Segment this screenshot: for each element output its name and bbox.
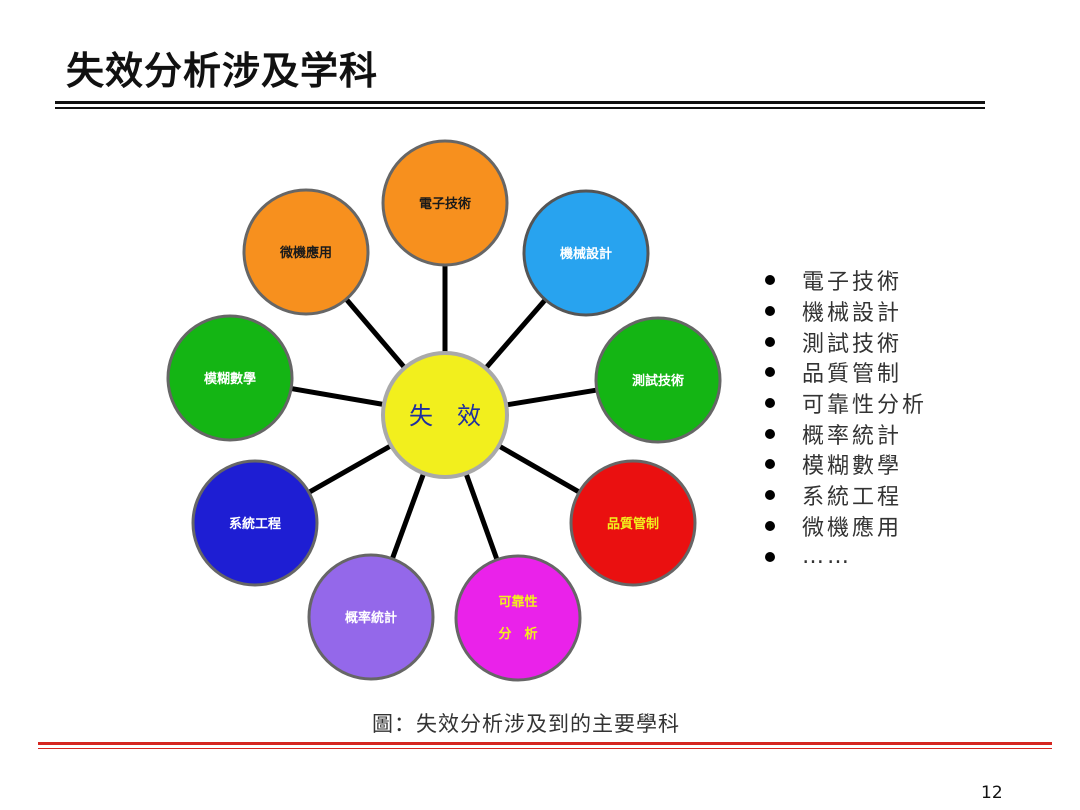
bullet-icon (765, 428, 775, 439)
list-item: 品質管制 (765, 357, 927, 388)
node-label: 品質管制 (607, 516, 659, 532)
list-item: 概率統計 (765, 418, 927, 449)
list-item: 機械設計 (765, 296, 927, 327)
node-microcomputer: 微機應用 (242, 188, 370, 316)
list-item: 電子技術 (765, 265, 927, 296)
node-circle (569, 459, 697, 587)
node-label-second-line: 分 析 (498, 626, 537, 642)
list-item: …… (765, 541, 927, 572)
node-label: 模糊數學 (204, 371, 256, 387)
bullet-icon (765, 520, 775, 531)
list-item: 測試技術 (765, 326, 927, 357)
node-label: 可靠性 (498, 594, 537, 610)
node-mechanical-design: 機械設計 (522, 189, 650, 317)
node-circle (454, 554, 582, 682)
node-circle (522, 189, 650, 317)
list-item: 微機應用 (765, 511, 927, 542)
list-item-label: 概率統計 (802, 423, 903, 449)
discipline-list: 電子技術 機械設計 測試技術 品質管制 可靠性分析 概率統計 模糊數學 系統工程… (765, 265, 927, 572)
list-item-label: 品質管制 (802, 362, 903, 388)
title-rule (55, 101, 985, 104)
node-fuzzy-math: 模糊數學 (166, 314, 294, 442)
bullet-icon (765, 306, 775, 317)
footer-rule-thin (38, 748, 1052, 749)
page-number: 12 (981, 783, 1003, 803)
node-quality-control: 品質管制 (569, 459, 697, 587)
list-item: 可靠性分析 (765, 388, 927, 419)
node-systems-engineering: 系統工程 (191, 459, 319, 587)
node-label: 機械設計 (560, 246, 612, 262)
bullet-icon (765, 551, 775, 562)
list-item-label: 測試技術 (802, 331, 903, 357)
slide-title: 失效分析涉及学科 (66, 49, 379, 93)
list-item-label: 機械設計 (802, 301, 903, 327)
list-item-label: 模糊數學 (802, 454, 903, 480)
center-node-failure: 失 效 (381, 351, 509, 479)
node-reliability: 可靠性 分 析 (454, 554, 582, 682)
list-item-label: 系統工程 (802, 485, 903, 511)
node-probability-statistics: 概率統計 (307, 553, 435, 681)
bullet-icon (765, 367, 775, 378)
node-circle (594, 316, 722, 444)
list-item-label: 電子技術 (802, 270, 903, 296)
node-label: 概率統計 (345, 610, 397, 626)
node-testing: 測試技術 (594, 316, 722, 444)
node-circle (242, 188, 370, 316)
bullet-icon (765, 490, 775, 501)
footer-rule (38, 742, 1052, 745)
list-item-label: 可靠性分析 (802, 393, 928, 419)
bullet-icon (765, 336, 775, 347)
node-label: 系統工程 (229, 516, 281, 532)
list-item-label: …… (802, 544, 852, 570)
center-circle (381, 351, 509, 479)
center-label: 失 效 (409, 402, 481, 430)
node-circle (307, 553, 435, 681)
figure-caption: 圖：失效分析涉及到的主要學科 (372, 712, 680, 736)
node-label: 微機應用 (279, 245, 332, 261)
node-circle (381, 139, 509, 267)
title-rule-thin (55, 107, 985, 109)
node-electronics: 電子技術 (381, 139, 509, 267)
node-circle (191, 459, 319, 587)
list-item: 模糊數學 (765, 449, 927, 480)
bullet-icon (765, 398, 775, 409)
bullet-icon (765, 275, 775, 286)
list-item: 系統工程 (765, 480, 927, 511)
node-label: 測試技術 (632, 373, 684, 389)
node-circle (166, 314, 294, 442)
list-item-label: 微機應用 (802, 515, 903, 541)
node-label: 電子技術 (419, 196, 471, 212)
bullet-icon (765, 459, 775, 470)
